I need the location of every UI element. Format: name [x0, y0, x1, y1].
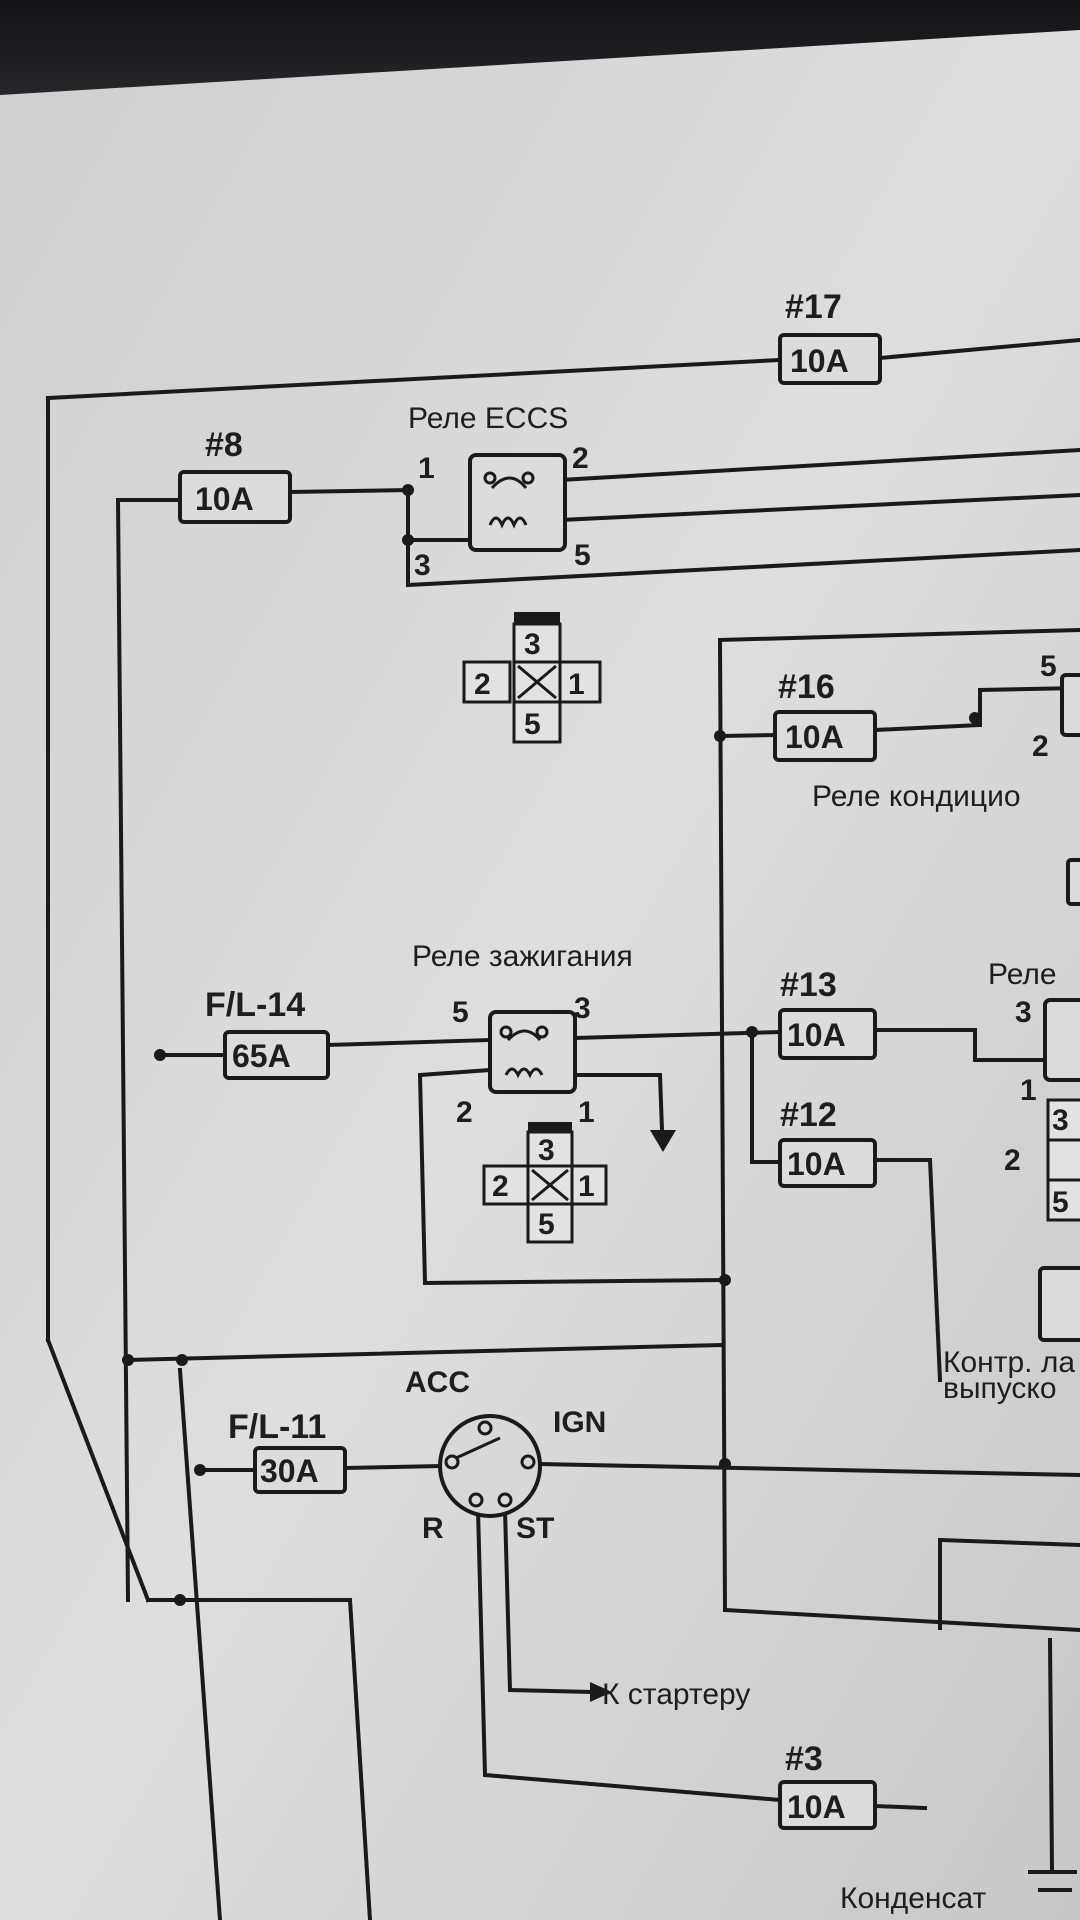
svg-text:F/L-11: F/L-11 [228, 1408, 326, 1446]
svg-text:3: 3 [1052, 1104, 1069, 1137]
svg-text:#3: #3 [785, 1740, 823, 1778]
svg-text:2: 2 [492, 1170, 509, 1203]
svg-text:3: 3 [524, 628, 541, 661]
svg-text:ACC: ACC [405, 1366, 470, 1399]
ignition-switch: ACC IGN R ST [405, 1366, 606, 1545]
svg-text:2: 2 [572, 442, 589, 475]
svg-text:Реле: Реле [988, 958, 1057, 991]
starter-arrow-icon [590, 1682, 612, 1702]
condenser-label: Конденсат [840, 1882, 987, 1915]
fuse-fl14: F/L-14 65A [205, 986, 330, 1080]
paper-sheet [0, 30, 1080, 1920]
connector-eccs-pinout: 3 2 1 5 [462, 612, 602, 744]
svg-text:10A: 10A [787, 1789, 846, 1825]
svg-text:ST: ST [516, 1512, 554, 1545]
connector-ignition-pinout: 3 2 1 5 [482, 1122, 608, 1244]
svg-text:F/L-14: F/L-14 [205, 986, 305, 1024]
fuse-3: #3 10A [778, 1740, 877, 1830]
svg-text:IGN: IGN [553, 1406, 606, 1439]
svg-text:Реле зажигания: Реле зажигания [412, 940, 633, 973]
junction-dots [122, 484, 981, 1606]
svg-text:#8: #8 [205, 426, 243, 464]
svg-text:1: 1 [568, 668, 585, 701]
svg-text:R: R [422, 1512, 444, 1545]
relay-eccs: Реле ECCS 1 2 3 5 [408, 402, 591, 582]
fuse-12: #12 10A [778, 1096, 877, 1188]
relay-right: Реле 3 1 3 2 5 [988, 958, 1080, 1342]
svg-text:10A: 10A [787, 1146, 846, 1182]
svg-text:5: 5 [574, 539, 591, 572]
svg-text:#17: #17 [785, 288, 842, 326]
svg-text:#16: #16 [778, 668, 835, 706]
svg-text:3: 3 [574, 992, 591, 1025]
svg-text:10A: 10A [785, 719, 844, 755]
svg-text:10A: 10A [195, 481, 254, 517]
svg-text:1: 1 [1020, 1074, 1037, 1107]
svg-text:#12: #12 [780, 1096, 837, 1134]
svg-text:2: 2 [1004, 1144, 1021, 1177]
svg-text:2: 2 [474, 668, 491, 701]
svg-text:5: 5 [452, 996, 469, 1029]
fuse-17: #17 10A [778, 288, 882, 385]
starter-label: К стартеру [602, 1678, 750, 1711]
fuse-8: #8 10A [178, 426, 292, 524]
control-label: Контр. ла [943, 1346, 1075, 1379]
svg-text:2: 2 [456, 1096, 473, 1129]
svg-text:30A: 30A [260, 1453, 319, 1489]
svg-text:1: 1 [578, 1096, 595, 1129]
fuse-16: #16 10A [773, 668, 877, 762]
svg-text:#13: #13 [780, 966, 837, 1004]
svg-text:Реле кондицио: Реле кондицио [812, 780, 1021, 813]
svg-text:5: 5 [538, 1208, 555, 1241]
svg-text:1: 1 [418, 452, 435, 485]
svg-text:5: 5 [524, 708, 541, 741]
ground-icon [650, 1130, 676, 1152]
svg-text:10A: 10A [787, 1017, 846, 1053]
svg-text:3: 3 [1015, 996, 1032, 1029]
svg-text:3: 3 [414, 549, 431, 582]
control-label-2: выпуско [943, 1372, 1057, 1405]
svg-text:1: 1 [578, 1170, 595, 1203]
svg-text:2: 2 [1032, 730, 1049, 763]
fuse-13: #13 10A [778, 966, 877, 1060]
svg-text:10A: 10A [790, 343, 849, 379]
svg-text:Реле ECCS: Реле ECCS [408, 402, 568, 435]
svg-text:3: 3 [538, 1134, 555, 1167]
svg-text:5: 5 [1040, 650, 1057, 683]
fuse-fl11: F/L-11 30A [228, 1408, 347, 1494]
svg-text:65A: 65A [232, 1038, 291, 1074]
svg-text:5: 5 [1052, 1186, 1069, 1219]
relay-ignition: Реле зажигания 5 3 2 1 [412, 940, 633, 1129]
relay-ac: 5 2 Реле кондицио [812, 650, 1080, 906]
